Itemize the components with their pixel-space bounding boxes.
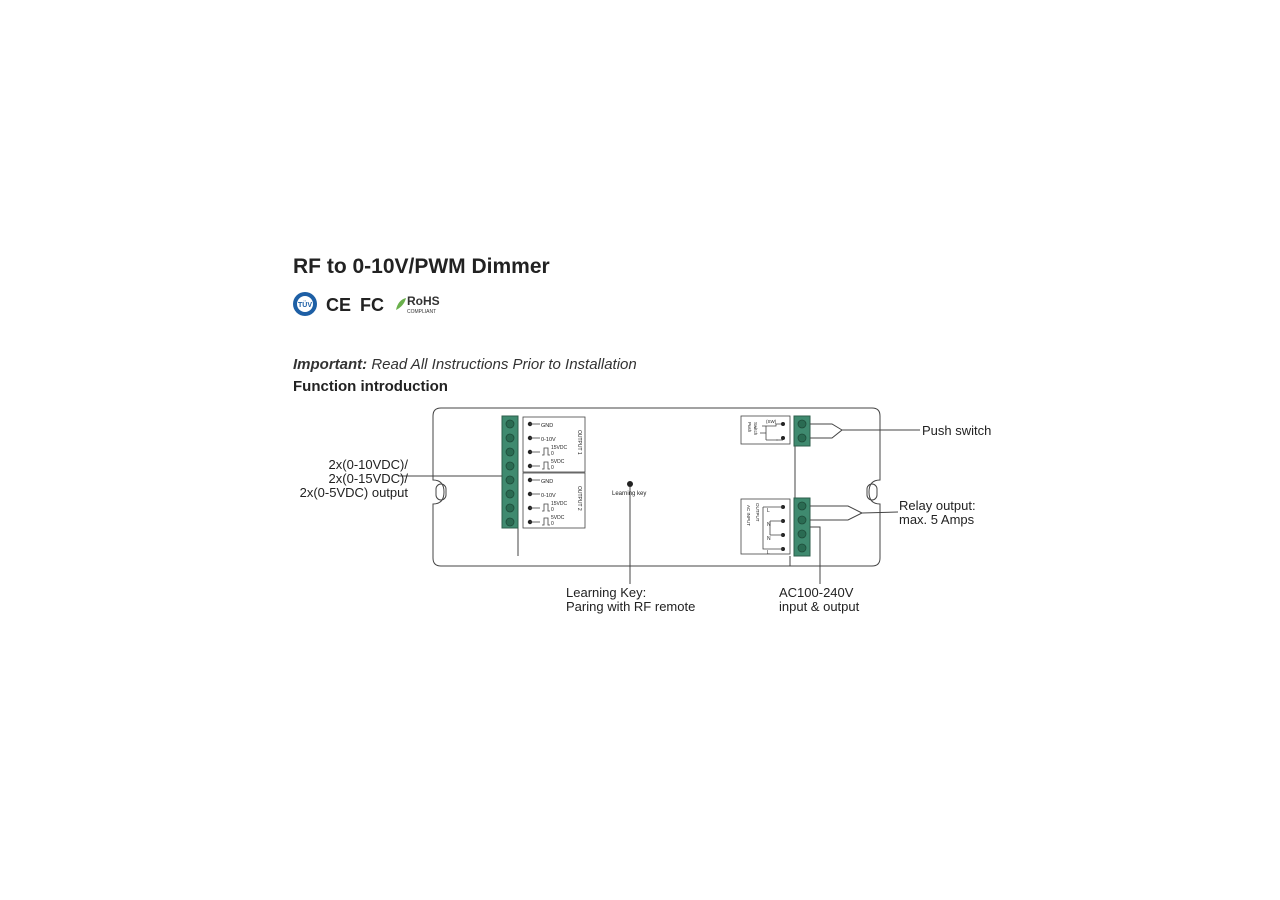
output1-box: GND 0-10V 15VDC 0 5VDC 0 OUTPUT 1 (522, 416, 586, 473)
right-mount-hole (866, 483, 878, 501)
output2-5vdc: 5VDC (551, 515, 565, 521)
output2-gnd: GND (541, 479, 553, 485)
fc-logo-icon: FC (360, 295, 384, 315)
tuv-label: TÜV (298, 300, 312, 309)
switch-label: Switch (753, 422, 758, 436)
relay-leader (861, 511, 899, 514)
output1-15vdc-zero: 0 (551, 451, 554, 457)
tuv-logo-icon: TÜV (293, 292, 317, 316)
output-callout-line-2: 2x(0-15VDC)/ (328, 471, 408, 486)
push-label: Push (747, 422, 752, 433)
output1-5vdc: 5VDC (551, 459, 565, 465)
important-text: Read All Instructions Prior to Installat… (367, 356, 637, 373)
push-switch-leader-fork (810, 423, 843, 439)
output2-5vdc-zero: 0 (551, 521, 554, 527)
relay-callout-line-2: max. 5 Amps (899, 512, 975, 527)
ac-term-3: N (767, 536, 771, 542)
output1-label: OUTPUT 1 (576, 430, 582, 455)
relay-leader-fork (810, 505, 864, 521)
learning-callout-line-2: Paring with RF remote (566, 599, 696, 614)
output2-0-10v: 0-10V (541, 493, 556, 499)
sw-label: (SW) (766, 419, 777, 424)
ac-input-label: AC INPUT (746, 505, 751, 526)
output1-5vdc-zero: 0 (551, 465, 554, 471)
ac-term-1: L (767, 508, 770, 514)
ac-leader (810, 526, 821, 584)
learning-callout-line-1: Learning Key: (566, 585, 647, 600)
push-switch-callout: Push switch (922, 424, 991, 438)
section-title: Function introduction (293, 378, 448, 395)
push-switch-callout-text: Push switch (922, 423, 992, 438)
ac-term-4: L (767, 550, 770, 556)
rohs-logo-icon: RoHS (407, 294, 440, 308)
enclosure (432, 407, 881, 567)
push-switch-terminal (793, 415, 811, 447)
push-switch-box: Push Switch (SW) (740, 415, 791, 445)
important-label: Important: (293, 356, 368, 373)
ac-callout-line-2: input & output (779, 599, 860, 614)
output1-gnd: GND (541, 423, 553, 429)
ac-box: AC INPUT OUTPUT L N N L (740, 498, 791, 556)
ce-logo-icon: CE (326, 295, 351, 315)
certification-logos: TÜV CE FC RoHS COMPLIANT (293, 292, 440, 316)
output2-label: OUTPUT 2 (576, 486, 582, 511)
output2-15vdc-zero: 0 (551, 507, 554, 513)
output-callout: 2x(0-10VDC)/ 2x(0-15VDC)/ 2x(0-5VDC) out… (290, 458, 408, 500)
ac-output-label: OUTPUT (755, 503, 760, 522)
output1-0-10v: 0-10V (541, 437, 556, 443)
learning-key-label: Learning key (612, 491, 646, 497)
leaf-icon (396, 298, 406, 310)
page-title: RF to 0-10V/PWM Dimmer (293, 255, 550, 278)
output1-15vdc: 15VDC (551, 445, 568, 451)
ac-terminal-block (793, 497, 811, 557)
output2-15vdc: 15VDC (551, 501, 568, 507)
ac-callout-line-1: AC100-240V (779, 585, 854, 600)
left-mount-hole (435, 483, 447, 501)
relay-callout: Relay output: max. 5 Amps (899, 499, 976, 527)
output-callout-line-3: 2x(0-5VDC) output (299, 485, 408, 500)
learning-key-button[interactable] (627, 481, 633, 487)
output-terminal-block (501, 415, 519, 529)
rohs-compliant-label: COMPLIANT (407, 309, 436, 315)
output2-box: GND 0-10V 15VDC 0 5VDC 0 OUTPUT 2 (522, 472, 586, 529)
learning-callout: Learning Key: Paring with RF remote (566, 586, 695, 614)
output-callout-line-1: 2x(0-10VDC)/ (328, 457, 408, 472)
important-note: Important: Read All Instructions Prior t… (293, 356, 637, 373)
relay-callout-line-1: Relay output: (899, 498, 976, 513)
ac-callout: AC100-240V input & output (779, 586, 859, 614)
ac-term-2: N (767, 522, 771, 528)
